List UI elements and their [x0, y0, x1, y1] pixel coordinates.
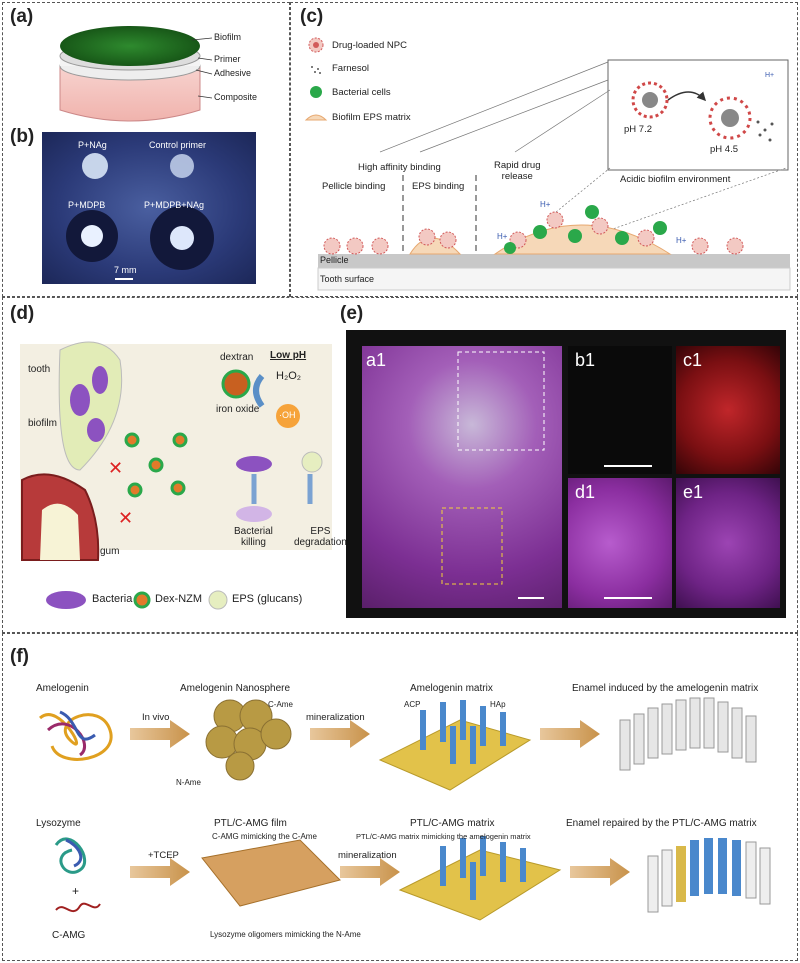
- f-label-enamel-repaired: Enamel repaired by the PTL/C-AMG matrix: [566, 818, 757, 829]
- f-label-lyso-mimic: Lysozyme oligomers mimicking the N-Ame: [210, 930, 361, 939]
- f-label-acp: ACP: [404, 700, 421, 709]
- label-hplus-3: H+: [540, 200, 551, 209]
- legend-label-eps-glucans: EPS (glucans): [232, 593, 303, 605]
- f-arrow-label-mineralization-1: mineralization: [306, 712, 365, 723]
- f-label-amelogenin-matrix: Amelogenin matrix: [410, 683, 493, 694]
- tile-d1: [568, 478, 672, 608]
- f-label-enamel-induced: Enamel induced by the amelogenin matrix: [572, 683, 759, 694]
- layer-label-adhesive: Adhesive: [214, 68, 252, 78]
- label-iron-oxide: iron oxide: [216, 404, 260, 415]
- legend-label-eps: Biofilm EPS matrix: [332, 112, 411, 123]
- f-label-plus: +: [72, 884, 80, 898]
- scale-bar-label: 7 mm: [114, 265, 137, 275]
- tile-a1: [362, 346, 562, 608]
- label-dextran: dextran: [220, 352, 254, 363]
- label-acidic: Acidic biofilm environment: [620, 174, 731, 185]
- layer-label-biofilm: Biofilm: [214, 32, 242, 42]
- label-gum: gum: [100, 546, 120, 557]
- f-arrow-label-mineralization-2: mineralization: [338, 850, 397, 861]
- legend-label-dex-nzm: Dex-NZM: [155, 593, 203, 605]
- f-label-amelogenin: Amelogenin: [36, 683, 89, 694]
- panel-c-frame: [290, 2, 798, 297]
- f-label-ptl-matrix: PTL/C-AMG matrix: [410, 818, 495, 829]
- f-label-ptl-mimic: PTL/C-AMG matrix mimicking the amelogeni…: [356, 832, 531, 841]
- tile-label-a1: a1: [366, 350, 387, 370]
- label-pellicle-binding: Pellicle binding: [322, 181, 386, 192]
- label-ph72: pH 7.2: [624, 124, 652, 135]
- panel-label-f: (f): [10, 646, 29, 667]
- well-label-p-nag: P+NAg: [78, 140, 107, 150]
- panel-label-a: (a): [10, 6, 34, 27]
- tile-c1: [676, 346, 780, 474]
- label-hplus-4: H+: [676, 236, 687, 245]
- layer-label-primer: Primer: [214, 54, 241, 64]
- f-label-nanosphere: Amelogenin Nanosphere: [180, 683, 291, 694]
- label-oh: ·OH: [279, 410, 296, 420]
- panel-f-frame: [2, 633, 798, 961]
- label-bacterial-killing: Bacterial killing: [234, 526, 273, 548]
- label-low-ph: Low pH: [270, 350, 307, 361]
- label-tooth: tooth: [28, 364, 51, 375]
- legend-label-bacteria: Bacterial cells: [332, 87, 391, 98]
- f-arrow-label-tcep: +TCEP: [148, 850, 179, 861]
- label-eps-degradation: EPS degradation: [294, 526, 347, 548]
- f-label-c-amg: C-AMG: [52, 930, 86, 941]
- tile-label-b1: b1: [575, 350, 596, 370]
- tile-label-e1: e1: [683, 482, 704, 502]
- f-label-hap: HAp: [490, 700, 506, 709]
- f-label-lysozyme: Lysozyme: [36, 818, 81, 829]
- label-tooth-surface: Tooth surface: [320, 274, 375, 284]
- label-eps-binding: EPS binding: [412, 181, 465, 192]
- label-pellicle: Pellicle: [320, 255, 349, 265]
- f-label-n-ame: N-Ame: [176, 778, 201, 787]
- f-label-ptl-film: PTL/C-AMG film: [214, 818, 287, 829]
- legend-label-npc: Drug-loaded NPC: [332, 40, 407, 51]
- panel-a-b-frame: [2, 2, 290, 297]
- label-h2o2: H₂O₂: [276, 370, 302, 382]
- tile-label-d1: d1: [575, 482, 596, 502]
- tile-label-c1: c1: [683, 350, 703, 370]
- f-label-c-ame: C-Ame: [268, 700, 293, 709]
- label-hplus-2: H+: [497, 232, 508, 241]
- well-label-p-mdpb: P+MDPB: [68, 200, 106, 210]
- microscopy-grid: [346, 330, 786, 618]
- label-biofilm: biofilm: [28, 418, 57, 429]
- f-label-c-amg-mimic: C-AMG mimicking the C-Ame: [212, 832, 317, 841]
- legend-label-farnesol: Farnesol: [332, 63, 369, 74]
- tile-b1: [568, 346, 672, 474]
- layer-label-composite: Composite: [214, 92, 258, 102]
- panel-label-b: (b): [10, 126, 35, 147]
- label-hplus-1: H+: [765, 72, 775, 79]
- well-label-p-mdpb-nag: P+MDPB+NAg: [144, 200, 205, 210]
- legend-label-bacteria-d: Bacteria: [92, 593, 133, 605]
- f-arrow-label-in-vivo: In vivo: [142, 712, 170, 723]
- label-ph45: pH 4.5: [710, 144, 738, 155]
- panel-d-e-frame: [2, 297, 798, 633]
- well-label-control: Control primer: [149, 140, 207, 150]
- panel-label-d: (d): [10, 303, 35, 324]
- tile-e1: [676, 478, 780, 608]
- label-rapid-release: Rapid drug release: [494, 160, 541, 182]
- label-high-affinity: High affinity binding: [358, 162, 441, 173]
- panel-label-e: (e): [340, 303, 364, 324]
- panel-label-c: (c): [300, 6, 324, 27]
